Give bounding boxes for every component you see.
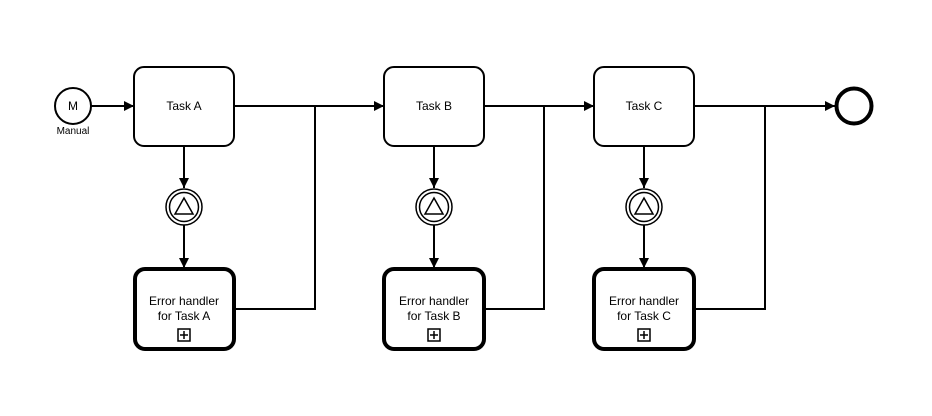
flow-handler-a-merge [234,106,316,310]
triangle-signal-icon[interactable] [415,188,453,226]
error-handler-task-c[interactable]: Error handler for Task C [592,267,696,351]
handler-a-line2: for Task A [158,309,210,323]
task-b[interactable]: Task B [383,66,485,147]
flow-handler-c-merge [694,106,766,310]
triangle-signal-icon[interactable] [165,188,203,226]
triangle-signal-icon[interactable] [625,188,663,226]
flow-handler-b-merge [484,106,545,310]
task-c[interactable]: Task C [593,66,695,147]
plus-icon[interactable] [177,328,191,342]
handler-c-line2: for Task C [617,309,671,323]
task-b-label: Task B [416,99,452,113]
start-event-marker: M [68,99,78,113]
handler-a-line1: Error handler [149,294,219,308]
plus-icon[interactable] [637,328,651,342]
handler-b-line1: Error handler [399,294,469,308]
start-event-label: Manual [57,126,90,137]
end-event-icon[interactable] [834,86,874,126]
start-event[interactable]: M [54,87,92,125]
error-handler-task-a[interactable]: Error handler for Task A [133,267,236,351]
task-a[interactable]: Task A [133,66,235,147]
task-a-label: Task A [166,99,201,113]
handler-c-line1: Error handler [609,294,679,308]
task-c-label: Task C [626,99,663,113]
handler-b-line2: for Task B [407,309,460,323]
error-handler-task-b[interactable]: Error handler for Task B [382,267,486,351]
plus-icon[interactable] [427,328,441,342]
